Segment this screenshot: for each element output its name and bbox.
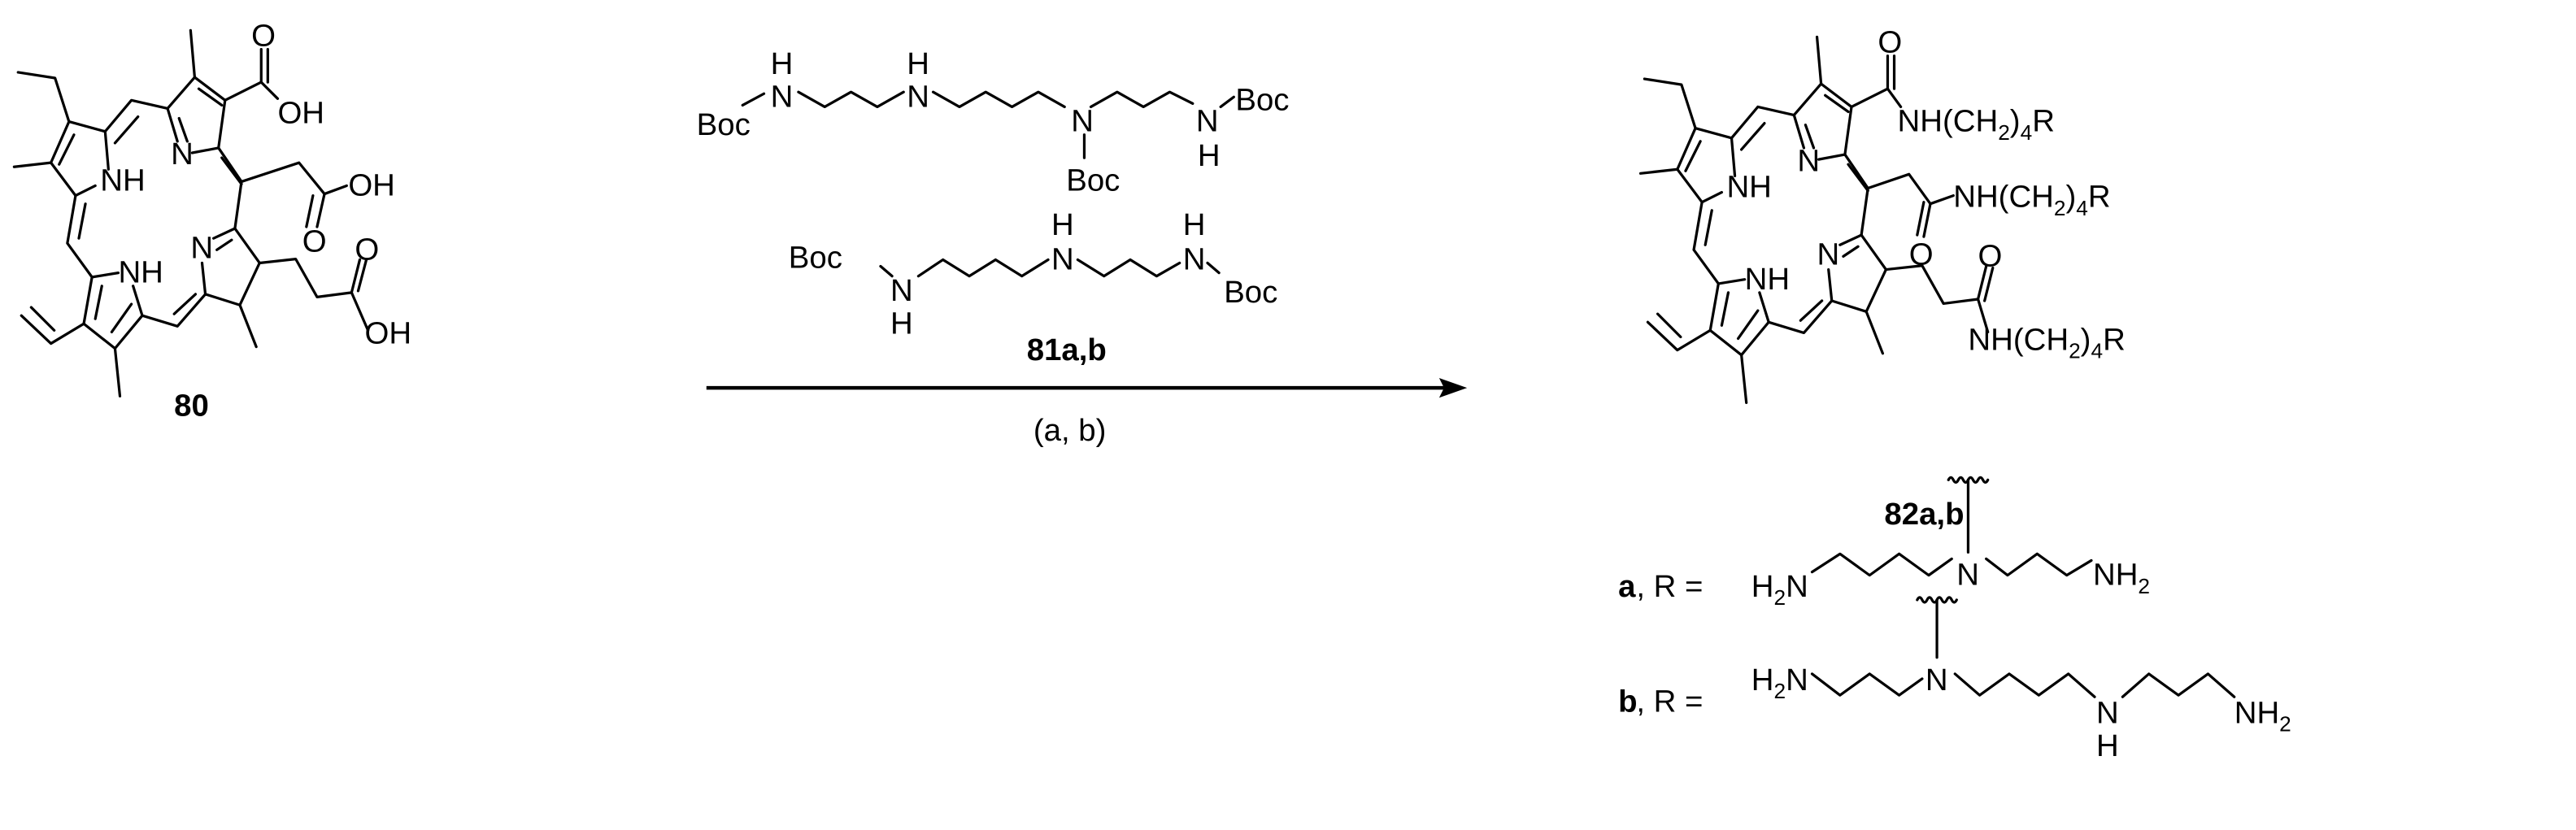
- atom-n: N: [2096, 696, 2119, 731]
- atom-o: O: [251, 19, 276, 54]
- atom-n: N: [171, 137, 194, 172]
- atom-h: H: [890, 306, 913, 341]
- reagent-81-structure-2: Boc N H N H N H Boc: [789, 207, 1278, 341]
- atom-n: N: [190, 230, 213, 265]
- reaction-conditions: (a, b): [1033, 413, 1107, 448]
- atom-nh: NH: [118, 255, 163, 290]
- r-group-b: b , R = H2N N N H NH2: [1618, 596, 2291, 763]
- boc-group: Boc: [1066, 163, 1120, 198]
- r-group-a: a , R = H2N N NH2: [1618, 476, 2150, 610]
- atom-n: N: [890, 273, 913, 308]
- reagent-81-structure-1: Boc N H N H N Boc N H Boc: [697, 46, 1290, 198]
- atom-o: O: [355, 232, 379, 267]
- r-group-key-b: b: [1618, 684, 1637, 719]
- wavy-attachment-bond: [1947, 476, 1990, 484]
- reaction-arrow: [706, 378, 1468, 398]
- atom-o: O: [1878, 25, 1902, 60]
- atom-o: O: [1978, 239, 2003, 274]
- amine-h2n: H2N: [1751, 569, 1808, 610]
- amine-h2n: H2N: [1751, 663, 1808, 703]
- atom-nh: NH: [100, 163, 145, 198]
- amine-nh2: NH2: [2093, 558, 2150, 598]
- boc-group: Boc: [697, 107, 751, 142]
- atom-n: N: [1817, 237, 1840, 272]
- atom-h: H: [1051, 207, 1074, 242]
- boc-group: Boc: [789, 241, 842, 276]
- r-group-equals: , R =: [1636, 569, 1703, 604]
- boc-group: Boc: [1224, 275, 1277, 310]
- amide-substituent: NH(CH2)4R: [1898, 104, 2055, 145]
- atom-n: N: [1183, 242, 1206, 277]
- atom-oh: OH: [348, 168, 395, 203]
- atom-oh: OH: [277, 96, 324, 131]
- atom-n: N: [1797, 143, 1820, 178]
- atom-o: O: [302, 224, 327, 259]
- atom-n: N: [1071, 104, 1094, 139]
- compound-80: NH N NH N O OH OH O O OH 80: [12, 19, 412, 424]
- atom-n-attach: N: [1925, 663, 1948, 697]
- amine-nh2: NH2: [2234, 696, 2291, 737]
- wavy-attachment-bond: [1916, 596, 1958, 604]
- compound-label-82ab: 82a,b: [1884, 497, 1964, 532]
- atom-n: N: [771, 79, 794, 114]
- r-group-equals: , R =: [1636, 684, 1703, 719]
- atom-h: H: [1183, 207, 1206, 242]
- atom-nh: NH: [1745, 262, 1790, 297]
- atom-nh: NH: [1726, 170, 1771, 205]
- atom-h: H: [1198, 138, 1221, 173]
- atom-n-attach: N: [1956, 558, 1979, 593]
- atom-h: H: [771, 46, 794, 81]
- amide-substituent: NH(CH2)4R: [1968, 323, 2125, 363]
- compound-82ab: NH N NH N O O O NH(CH2)4R NH(CH2)4R NH(C…: [1638, 25, 2126, 404]
- atom-n: N: [1051, 242, 1074, 277]
- atom-n: N: [1196, 104, 1219, 139]
- r-group-key-a: a: [1618, 569, 1636, 604]
- atom-h: H: [907, 46, 929, 81]
- boc-group: Boc: [1235, 82, 1289, 117]
- atom-oh: OH: [365, 316, 412, 351]
- compound-label-80: 80: [174, 388, 209, 423]
- atom-n: N: [907, 79, 929, 114]
- atom-h: H: [2096, 728, 2119, 763]
- atom-o: O: [1909, 237, 1934, 272]
- reagent-label-81ab: 81a,b: [1027, 332, 1107, 367]
- amide-substituent: NH(CH2)4R: [1953, 180, 2110, 220]
